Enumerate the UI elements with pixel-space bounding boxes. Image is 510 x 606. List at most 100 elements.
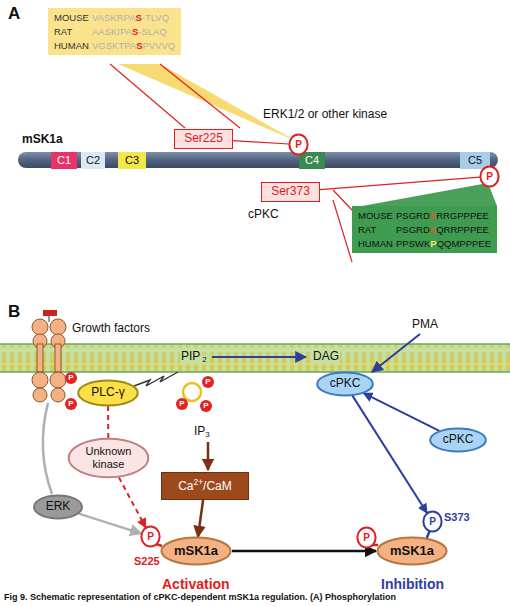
node-text: mSK1a: [390, 544, 434, 559]
drawing-part: [0, 344, 510, 372]
ellipse-outline: [377, 538, 446, 565]
species-name: RAT: [358, 223, 396, 237]
text-block: Unknown kinase: [81, 445, 137, 470]
text-block: P: [486, 171, 493, 183]
drawing-part: [55, 344, 61, 372]
node-text: C2: [86, 154, 100, 167]
ellipse-outline: [69, 439, 149, 477]
ellipse-outline: [289, 134, 307, 154]
panel-b-art: [0, 310, 510, 546]
drawing-part: [0, 343, 510, 345]
node-text: PLC-γ: [91, 386, 124, 400]
sequence-text: AASKIPA: [92, 26, 132, 37]
text-block: P: [363, 532, 370, 544]
species-name: MOUSE: [54, 11, 92, 25]
ellipse-node: P: [423, 511, 442, 532]
drawing-part: [333, 200, 352, 262]
connector: [232, 550, 376, 553]
drawing-part: [207, 442, 210, 470]
ellipse-outline: [161, 538, 230, 565]
ellipse-node: ERK: [33, 495, 83, 519]
node-text: C3: [125, 154, 139, 167]
connector: [119, 477, 146, 527]
sequence-text: S: [135, 12, 141, 23]
text-block: PLC-γ: [91, 386, 124, 400]
drawing-part: [18, 152, 498, 168]
node-text: Ser225: [184, 132, 223, 146]
ellipse-node: PLC-γ: [77, 380, 139, 406]
text-label: S225: [134, 555, 160, 568]
sequence-text: QRRPPPEE: [436, 224, 489, 235]
node-text: /CaM: [203, 479, 232, 493]
text-block: MOUSEPSGRDSRRGPPPEERATPSGRDSQRRPPPEEHUMA…: [358, 209, 491, 250]
drawing-part: [372, 334, 420, 372]
text-block: Ser225: [184, 132, 223, 146]
species-name: MOUSE: [358, 209, 396, 223]
ellipse-outline: [423, 511, 441, 531]
sequence-row: HUMANVGSKTPASPVVVQ: [54, 39, 175, 53]
ellipse-outline: [78, 381, 138, 406]
drawing-part: [43, 403, 52, 494]
text-block: mSK1a: [390, 544, 434, 559]
connector: [198, 500, 203, 537]
text-label: S373: [444, 511, 470, 524]
species-name: HUMAN: [358, 237, 396, 251]
text-block: Ca2+/CaM: [178, 478, 232, 494]
text-block: C1: [57, 154, 71, 167]
sequence-text: VASKRPA: [92, 12, 135, 23]
text-block: cPKC: [443, 433, 474, 447]
sequence-text: VGSKTPA: [92, 40, 136, 51]
sequence-text: S: [132, 26, 138, 37]
node-text: P: [147, 531, 154, 543]
drawing-part: [0, 371, 510, 373]
connector: [79, 514, 142, 534]
node-text: mSK1a: [174, 544, 218, 559]
node-text: cPKC: [443, 433, 474, 447]
text-label: Inhibition: [381, 576, 444, 592]
phospho-dot: P: [65, 398, 77, 410]
sequence-box: MOUSEPSGRDSRRGPPPEERATPSGRDSQRRPPPEEHUMA…: [352, 206, 497, 253]
ellipse-node: P: [357, 527, 376, 548]
text-block: C2: [86, 154, 100, 167]
sequence-text: S: [136, 40, 142, 51]
text-label: Growth factors: [72, 322, 150, 336]
text-block: ERK: [46, 500, 71, 514]
text-label: A: [8, 4, 20, 24]
sequence-box: MOUSEVASKRPAS-TLVQRATAASKIPAS-SLAQHUMANV…: [48, 8, 181, 55]
text-block: Ser373: [271, 185, 310, 199]
node-text: cPKC: [330, 377, 361, 391]
phospho-dot: P: [200, 400, 212, 412]
label-box: Ca2+/CaM: [161, 472, 249, 500]
drawing-part: [50, 319, 66, 335]
label-box: C3: [118, 152, 146, 169]
text-label: IP: [194, 425, 205, 439]
ellipse-node: mSK1a: [376, 537, 448, 565]
sequence-row: HUMANPPSWKPQQMPPPEE: [358, 237, 491, 251]
ellipse-outline: [317, 372, 373, 395]
sequence-text: PPSWK: [396, 238, 430, 249]
label-box: C2: [81, 152, 105, 169]
connector: [352, 396, 427, 513]
drawing-part: [32, 319, 48, 335]
ellipse-outline: [430, 428, 486, 451]
sequence-text: P: [430, 238, 436, 249]
ellipse-node: P: [480, 166, 499, 187]
drawing-part: [333, 190, 352, 210]
node-text: P: [429, 516, 436, 528]
text-label: 2: [201, 355, 207, 364]
text-block: C3: [125, 154, 139, 167]
text-block: C4: [305, 154, 319, 167]
node-text: Unknown kinase: [81, 445, 137, 470]
node-text: C4: [305, 154, 319, 167]
node-text: Ca: [178, 479, 193, 493]
node-text: Ser373: [271, 185, 310, 199]
phospho-dot: P: [65, 372, 77, 384]
text-label: B: [8, 302, 20, 322]
drawing-part: [32, 319, 66, 402]
node-text: P: [363, 532, 370, 544]
drawing-part: [0, 344, 510, 372]
label-box: Ser373: [261, 182, 320, 202]
drawing-part: [362, 183, 497, 206]
node-text: P: [295, 139, 302, 151]
